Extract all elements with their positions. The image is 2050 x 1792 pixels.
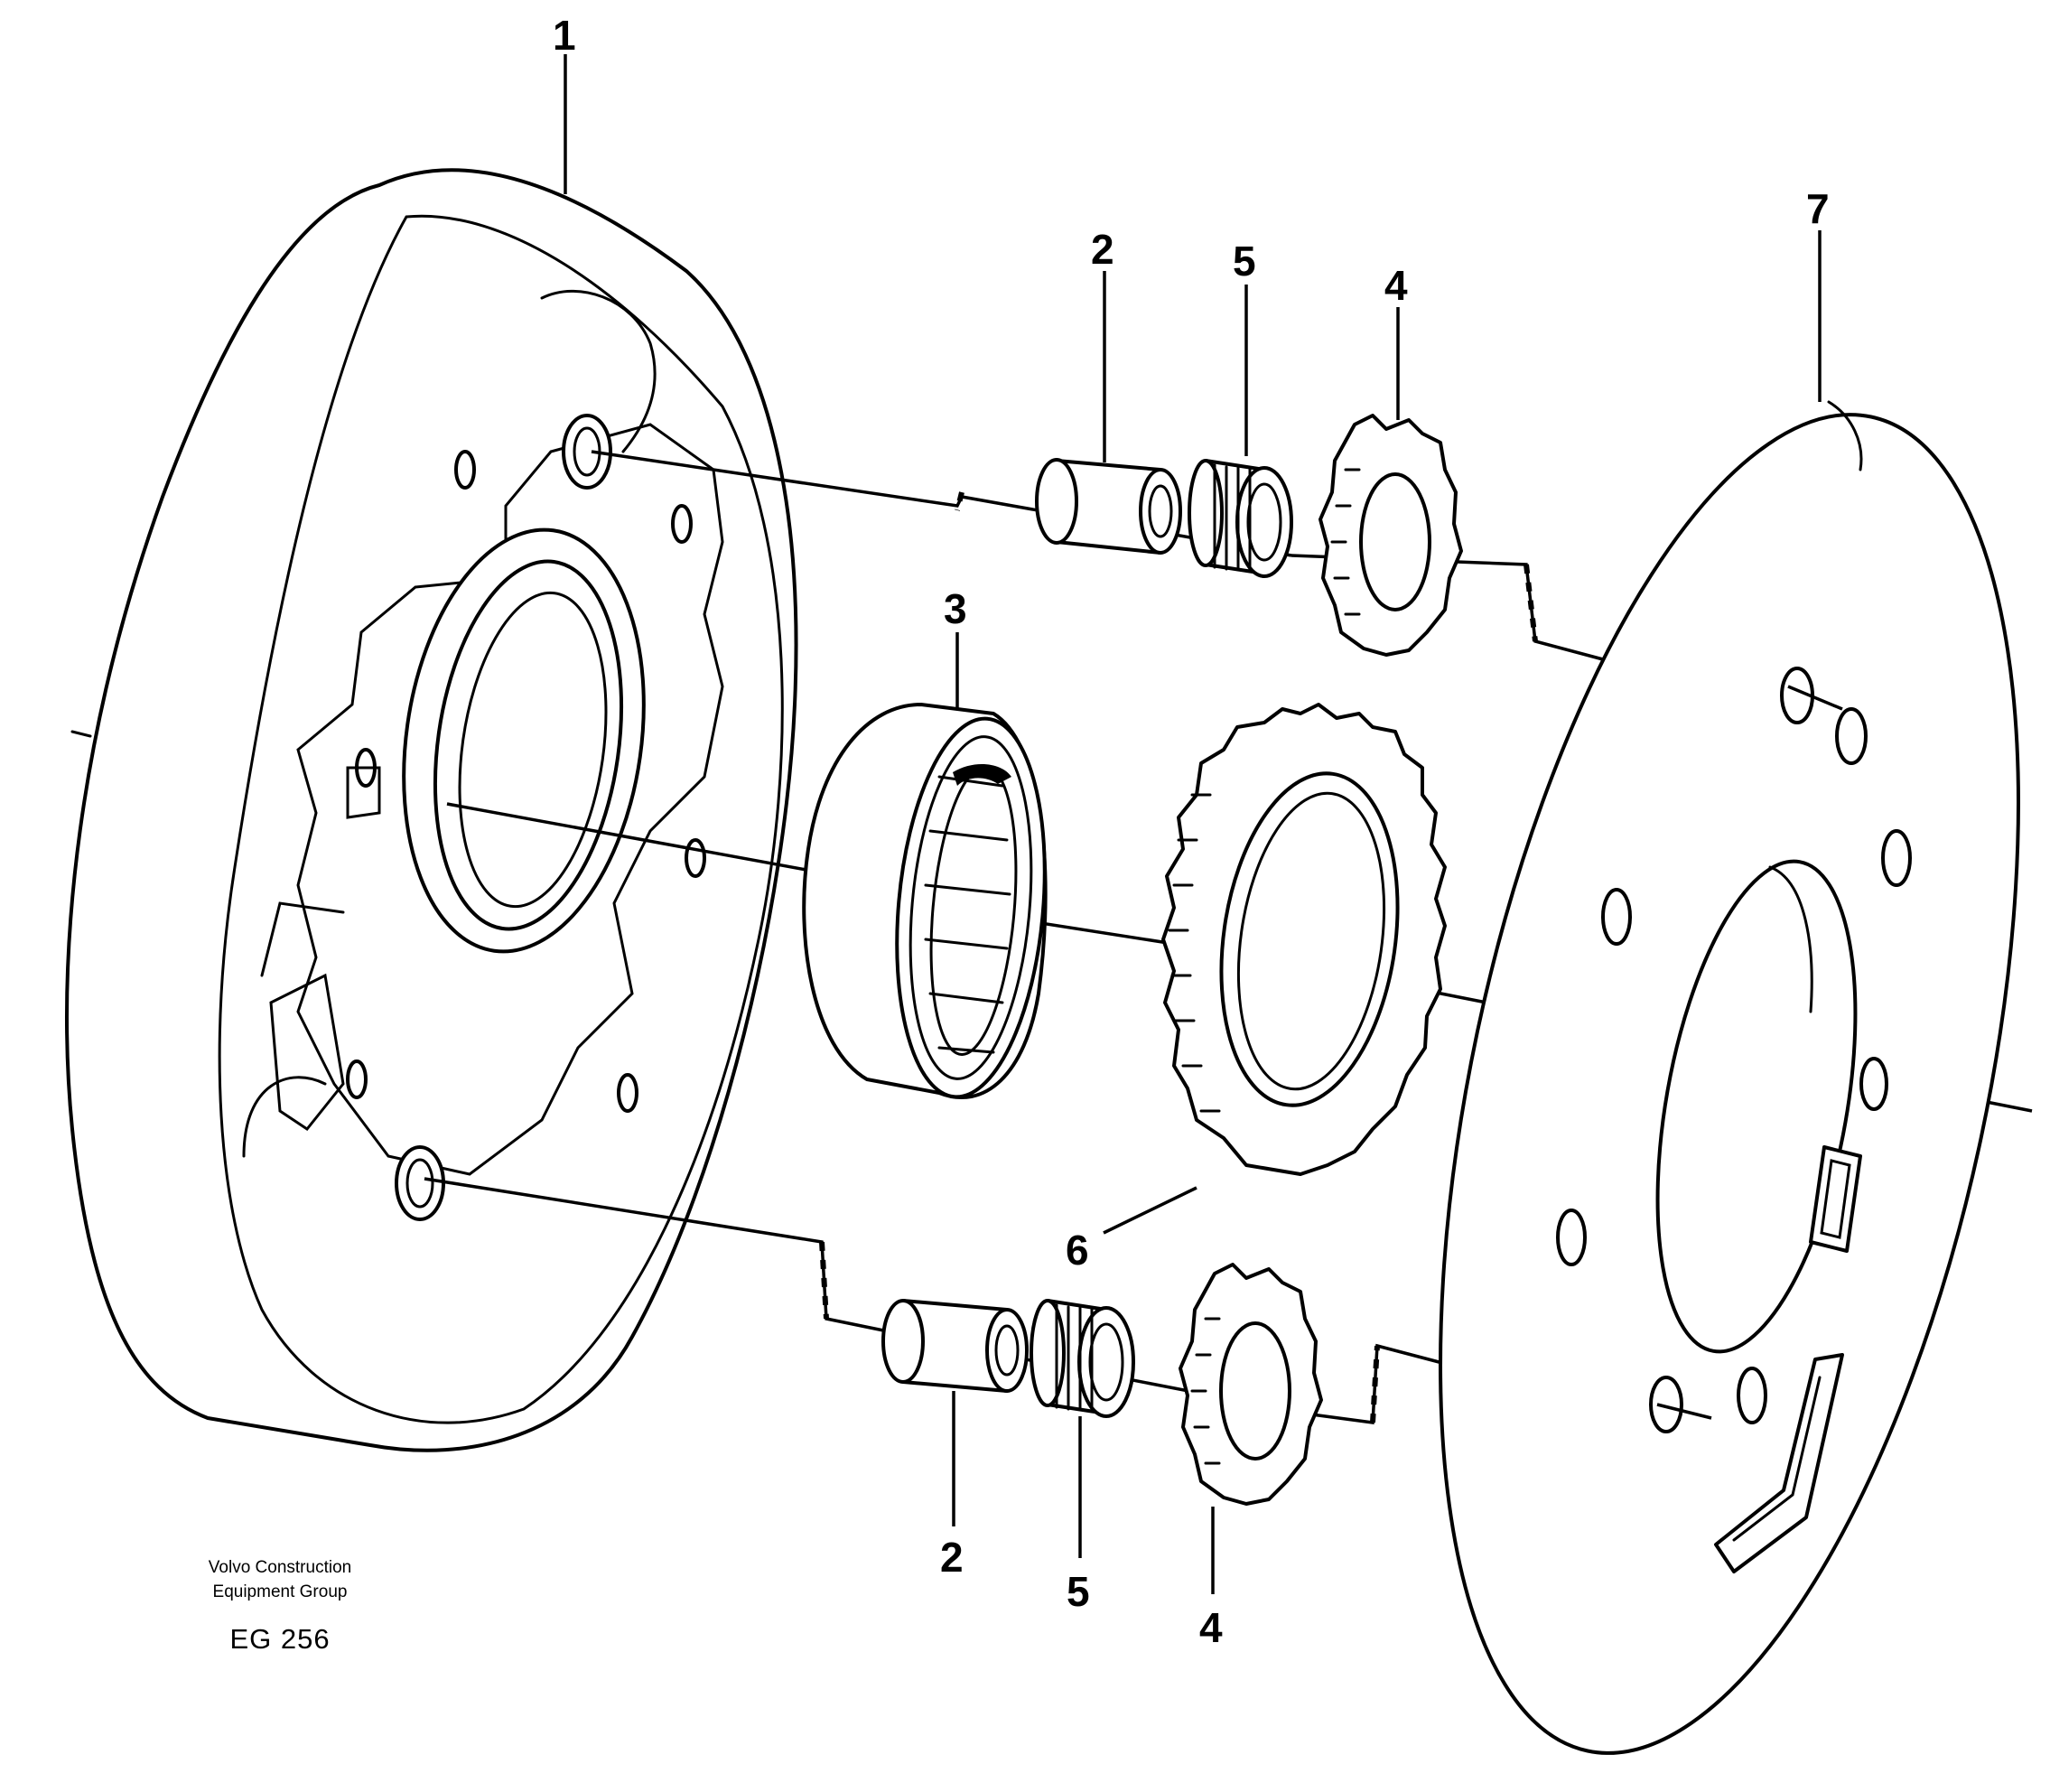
leader-part-6 [1103, 1186, 1197, 1235]
needle-bearing-top [1188, 459, 1293, 578]
lower-pin-axis [424, 1177, 1464, 1424]
roller-bearing [802, 703, 1048, 1099]
needle-bearing-bottom [1030, 1299, 1135, 1418]
callout-part-5-top: 5 [1233, 238, 1256, 285]
cover-plate [1439, 400, 2020, 1755]
figure-code: EG 256 [229, 1623, 331, 1655]
upper-pin-axis-step [955, 491, 964, 511]
planet-gear-top [1319, 414, 1463, 657]
callout-part-6: 6 [1066, 1227, 1089, 1274]
callout-part-5-bottom: 5 [1067, 1568, 1090, 1615]
publisher-name-line-1: Volvo Construction [208, 1558, 352, 1577]
callout-part-3: 3 [944, 585, 967, 632]
callout-part-1: 1 [553, 12, 576, 59]
sun-gear [1161, 703, 1447, 1176]
bushing-bottom [881, 1299, 1029, 1393]
callout-part-4-bottom: 4 [1199, 1604, 1223, 1651]
publisher-name-line-2: Equipment Group [212, 1582, 348, 1601]
bushing-top [1035, 458, 1182, 555]
planet-gear-bottom [1179, 1263, 1323, 1506]
callout-part-2-bottom: 2 [940, 1534, 964, 1581]
callout-part-4-top: 4 [1384, 262, 1408, 309]
callout-part-7: 7 [1806, 185, 1830, 232]
callout-part-2-top: 2 [1091, 226, 1114, 273]
planet-carrier-housing [65, 168, 798, 1452]
